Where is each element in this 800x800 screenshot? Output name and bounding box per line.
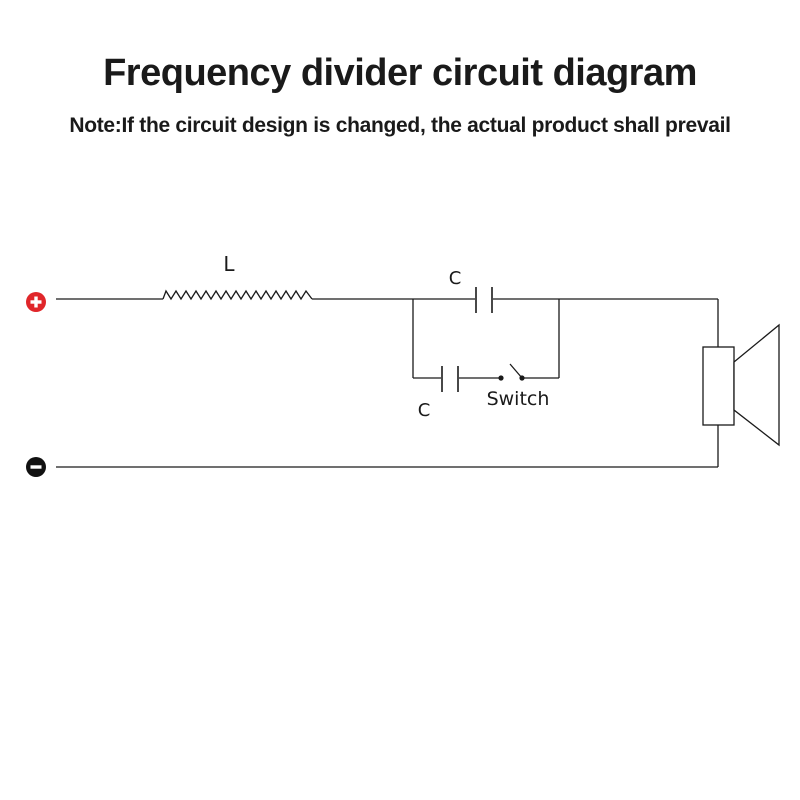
inductor-coil [162, 289, 313, 301]
top-capacitor [475, 287, 493, 313]
positive-terminal-icon [26, 292, 46, 312]
top-capacitor-label: C [449, 268, 462, 289]
circuit-wires [56, 298, 719, 468]
speaker-icon [702, 323, 780, 447]
bottom-capacitor [441, 366, 459, 392]
bottom-capacitor-label: C [418, 400, 431, 421]
switch-symbol [498, 363, 525, 381]
switch-label: Switch [487, 388, 550, 410]
inductor-label: L [223, 252, 235, 276]
negative-terminal-icon [26, 457, 46, 477]
page-title: Frequency divider circuit diagram [103, 52, 697, 94]
disclaimer-note: Note:If the circuit design is changed, t… [69, 114, 731, 137]
